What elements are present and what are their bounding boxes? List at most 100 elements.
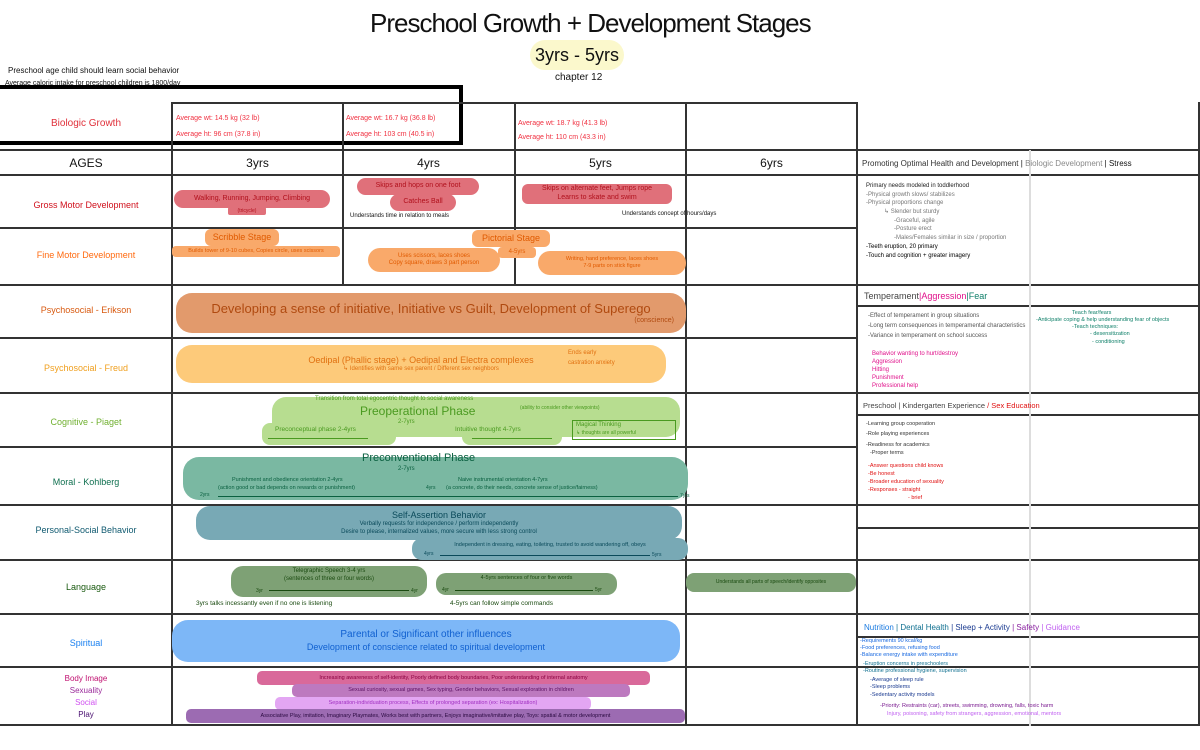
note-line: ↳ Slender but sturdy (884, 209, 940, 216)
kohlberg-punishment: Punishment and obedience orientation 2-4… (232, 477, 343, 483)
row-label-social: Social (75, 698, 97, 707)
note-line: - desensitization (1090, 331, 1130, 338)
biologic-development-notes: Primary needs modeled in toddlerhood -Ph… (866, 182, 1006, 260)
fine-motor-3yrs: Builds tower of 9-10 cubes, Copies circl… (172, 246, 340, 257)
body-image-bar: Increasing awareness of self-identity, P… (257, 671, 650, 685)
column-4yrs: 4yrs (417, 156, 440, 170)
note-line: -Physical growth slows/ stabilizes (866, 191, 955, 198)
note: Average caloric intake for preschool chi… (5, 80, 181, 87)
piaget-note: (ability to consider other viewpoints) (520, 405, 600, 411)
note-line: -Anticipate coping & help understanding … (1036, 317, 1170, 324)
personal-social-line1: Verbally requests for independence / per… (359, 521, 519, 528)
gross-motor-3yrs-note: (tricycle) (228, 207, 266, 215)
language-3yrs-note: 3yrs talks incessantly even if no one is… (196, 600, 333, 607)
row-label-kohlberg: Moral - Kohlberg (52, 477, 120, 487)
note-line: Punishment (872, 375, 904, 382)
language-5yr: 5yr (595, 587, 602, 593)
freud-stage: Oedipal (Phallic stage) + Oedipal and El… (176, 345, 666, 383)
note-line: -Be honest (868, 470, 895, 477)
spiritual-development: Parental or Significant other influences… (172, 620, 680, 662)
row-label-personal-social: Personal-Social Behavior (35, 525, 137, 535)
sex-education-notes: -Answer questions child knows -Be honest… (868, 463, 944, 503)
growth-3yrs-weight: Average wt: 14.5 kg (32 lb) (176, 115, 260, 122)
note-line: Aggression (872, 359, 903, 366)
note-line: -Touch and cognition + greater imagery (866, 252, 971, 259)
note-line: -Sedentary activity models (870, 691, 935, 698)
note-line: -Readiness for academics (866, 441, 930, 448)
kohlberg-naive: Naive instrumental orientation 4-7yrs (458, 477, 548, 483)
header-preschool-kindergarten: Preschool | Kindergarten Experience (863, 401, 986, 410)
piaget-phase-title: Preoperational Phase (360, 404, 476, 418)
piaget-magical-thinking: Magical Thinking (576, 422, 621, 428)
gross-motor-4yrs-hops: Skips and hops on one foot (357, 178, 479, 195)
kohlberg-phase (183, 457, 688, 500)
note-line: Behavior wanting to hurt/destroy (872, 351, 959, 357)
header-guidance: Guidance (1045, 623, 1080, 632)
fine-motor-4yrs-line1: Uses scissors, laces shoes (397, 252, 471, 259)
note-line: -Teeth eruption, 20 primary (866, 243, 938, 250)
note-line: - brief (908, 494, 923, 501)
growth-4yrs-weight: Average wt: 16.7 kg (36.8 lb) (346, 115, 436, 122)
temperament-notes: -Effect of temperament in group situatio… (868, 312, 1025, 342)
column-6yrs: 6yrs (760, 156, 783, 170)
row-label-body-image: Body Image (64, 674, 108, 683)
row-label-freud: Psychosocial - Freud (43, 363, 129, 373)
personal-social-end: 5yrs (652, 552, 662, 558)
piaget-magical-thinking-note: ↳ thoughts are all powerful (576, 429, 637, 436)
gross-motor-3yrs: Walking, Running, Jumping, Climbing (174, 190, 330, 208)
personal-social-self-assertion: Self-Assertion Behavior Verbally request… (196, 506, 682, 540)
erikson-stage: Developing a sense of initiative, Initia… (176, 293, 686, 333)
fear-notes: Teach fear/fears -Anticipate coping & he… (1036, 310, 1169, 346)
language-telegraphic-note: (sentences of three or four words) (283, 575, 375, 582)
row-label-play: Play (78, 710, 94, 719)
row-label-erikson: Psychosocial - Erikson (40, 305, 132, 315)
kohlberg-age: 2-7yrs (398, 466, 415, 472)
note-line: Hitting (872, 367, 890, 374)
personal-social-line2: Desire to please, internalized values, m… (341, 528, 537, 535)
note-line: -Posture erect (894, 226, 932, 233)
piaget-magical-thinking-box: Magical Thinking ↳ thoughts are all powe… (572, 420, 676, 440)
right-header-3: Preschool | Kindergarten Experience / Se… (863, 401, 1040, 410)
fine-motor-4yrs: Uses scissors, laces shoes Copy square, … (368, 248, 500, 272)
note-line: -Average of sleep rule (870, 677, 924, 683)
nutrition-notes: -Requirements 90 kcal/kg -Food preferenc… (860, 638, 958, 659)
piaget-transition: Transition from total egocentric thought… (315, 396, 474, 402)
chapter-label: chapter 12 (555, 72, 603, 83)
note-line: -Balance energy intake with expenditure (860, 652, 958, 659)
piaget-age: 2-7yrs (398, 419, 415, 425)
note-line: Teach fear/fears (1072, 310, 1112, 316)
fine-motor-4yrs-line2: Copy square, draws 3 part person (388, 260, 480, 266)
note-line: -Physical proportions change (866, 200, 944, 207)
gross-motor-4yrs-time: Understands time in relation to meals (350, 213, 450, 219)
growth-5yrs-weight: Average wt: 18.7 kg (41.3 lb) (518, 120, 608, 127)
note-line: -Learning group cooperation (866, 421, 936, 427)
note-line: -Males/Females similar in size / proport… (894, 235, 1007, 242)
right-header-4: Nutrition | Dental Health | Sleep + Acti… (864, 623, 1080, 632)
fine-motor-5yrs-line1: Writing, hand preference, laces shoes (565, 256, 659, 263)
erikson-sub: (conscience) (634, 316, 674, 324)
note-line: -Teach techniques: (1072, 324, 1119, 331)
aggression-notes: Behavior wanting to hurt/destroy Aggress… (872, 350, 958, 390)
gross-motor-4yrs-ball: Catches Ball (390, 194, 456, 211)
fine-motor-5yrs: Writing, hand preference, laces shoes 7-… (538, 251, 686, 275)
dental-notes: -Eruption concerns in preschoolers -Rout… (863, 661, 967, 675)
kohlberg-end: 7yrs (680, 493, 690, 499)
note-line: -Responses - straight (868, 486, 921, 493)
play-bar: Associative Play, imitation, Imaginary P… (186, 709, 685, 723)
note-line: -Graceful, agile (894, 217, 935, 224)
note-line: -Eruption concerns in preschoolers (863, 661, 948, 667)
language-4yr: 4yr (411, 588, 418, 594)
kohlberg-phase-title: Preconventional Phase (362, 452, 476, 464)
freud-side-note: Ends early (568, 350, 597, 356)
note-line: -Long term consequences in temperamental… (868, 322, 1026, 329)
piaget-intuitive-label: Intuitive thought 4-7yrs (455, 426, 521, 433)
personal-social-title: Self-Assertion Behavior (391, 509, 487, 520)
kohlberg-start: 2yrs (200, 492, 210, 498)
social-bar: Separation-individuation process, Effect… (275, 697, 591, 710)
personal-social-independence: Independent in dressing, eating, toileti… (412, 538, 688, 560)
freud-main: Oedipal (Phallic stage) + Oedipal and El… (308, 354, 534, 365)
spiritual-line2: Development of conscience related to spi… (306, 641, 546, 652)
growth-4yrs-height: Average ht: 103 cm (40.5 in) (346, 131, 435, 138)
kohlberg-naive-note: (a concrete, do their needs, concrete se… (446, 485, 598, 491)
right-header-1: Promoting Optimal Health and Development… (862, 159, 1132, 168)
